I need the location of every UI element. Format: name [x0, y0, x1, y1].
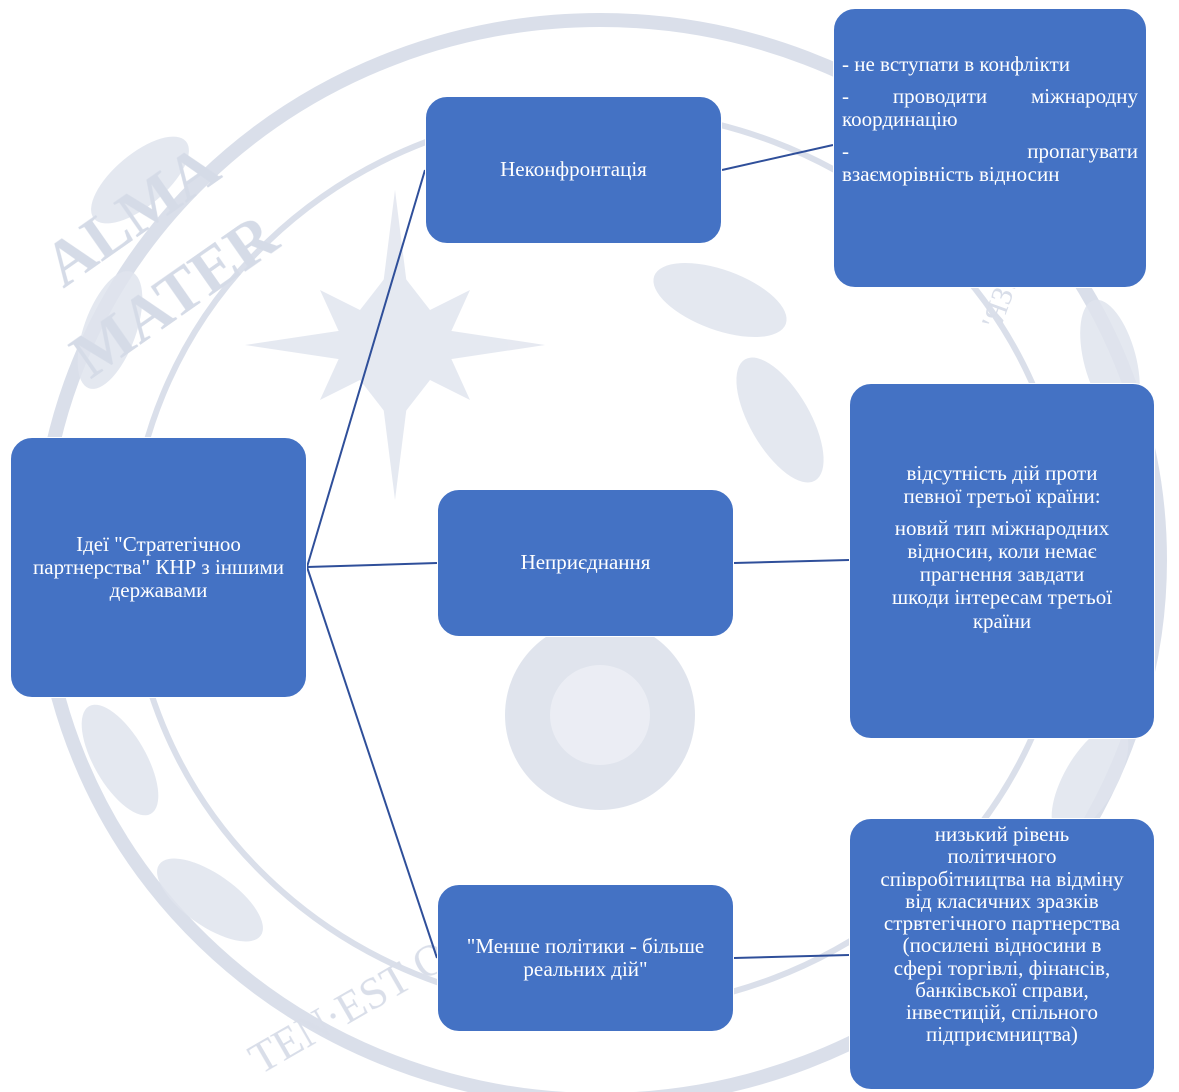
branch-label: Неприєднання — [520, 550, 651, 575]
branch-label: "Менше політики - більше — [466, 933, 705, 958]
detail-line: прагнення завдати — [919, 562, 1085, 587]
detail-line: політичного — [947, 844, 1057, 869]
detail-line: сфері торгівлі, фінансів, — [893, 955, 1111, 980]
root-node-line: партнерства" КНР з — [33, 554, 210, 579]
detail-line: - не вступати в конфлікти — [842, 52, 1071, 76]
connector-branch-3-to-detail-3 — [733, 954, 850, 959]
detail-line: відносин, коли немає — [907, 539, 1097, 564]
detail-node-nonalignment: відсутність дій проти певної третьої кра… — [849, 383, 1155, 739]
detail-node-less-politics: низький рівень політичного співробітницт… — [849, 818, 1155, 1090]
detail-line: співробітництва на відміну — [880, 866, 1124, 891]
connector-root-to-branch-2 — [306, 562, 438, 568]
detail-line: країни — [972, 608, 1032, 633]
detail-line: (посилені відносини в — [902, 933, 1102, 958]
branch-label: Неконфронтація — [500, 157, 647, 182]
detail-line: інвестицій, спільного — [905, 1000, 1099, 1024]
detail-line: певної третьої країни: — [903, 484, 1101, 509]
detail-node-nonconfrontation: - не вступати в конфлікти - проводити мі… — [833, 8, 1147, 288]
detail-line: стрвтегічного партнерства — [883, 911, 1121, 935]
detail-line: від класичних зразків — [905, 888, 1099, 913]
rose-icon — [505, 620, 695, 810]
detail-line: - проводити міжнародну — [842, 84, 1138, 109]
branch-node-less-politics: "Менше політики - більше реальних дій" — [437, 884, 734, 1032]
detail-line: шкоди інтересам третьої — [891, 585, 1113, 610]
connector-branch-1-to-detail-1 — [721, 144, 834, 171]
detail-line: взаєморівність відносин — [842, 162, 1060, 187]
connector-branch-2-to-detail-2 — [733, 559, 850, 564]
branch-label: реальних дій" — [523, 957, 648, 981]
root-node: Ідеї "Стратегічноо партнерства" КНР з ін… — [10, 437, 307, 698]
detail-line: новий тип міжнародних — [894, 516, 1110, 541]
root-node-line: іншими державами — [109, 554, 284, 603]
compass-star-icon — [245, 190, 545, 500]
connector-root-to-branch-1 — [306, 169, 426, 568]
detail-line: низький рівень — [934, 822, 1070, 846]
detail-line: - пропагувати — [842, 139, 1138, 164]
detail-line: відсутність дій проти — [906, 461, 1098, 485]
branch-node-nonconfrontation: Неконфронтація — [425, 96, 722, 244]
detail-line: банківської справи, — [915, 977, 1089, 1002]
connector-root-to-branch-3 — [306, 566, 438, 959]
detail-line: підприємництва) — [926, 1022, 1078, 1047]
root-node-line: Ідеї "Стратегічноо — [76, 531, 241, 556]
branch-node-nonalignment: Неприєднання — [437, 489, 734, 637]
detail-line: координацію — [842, 107, 958, 132]
